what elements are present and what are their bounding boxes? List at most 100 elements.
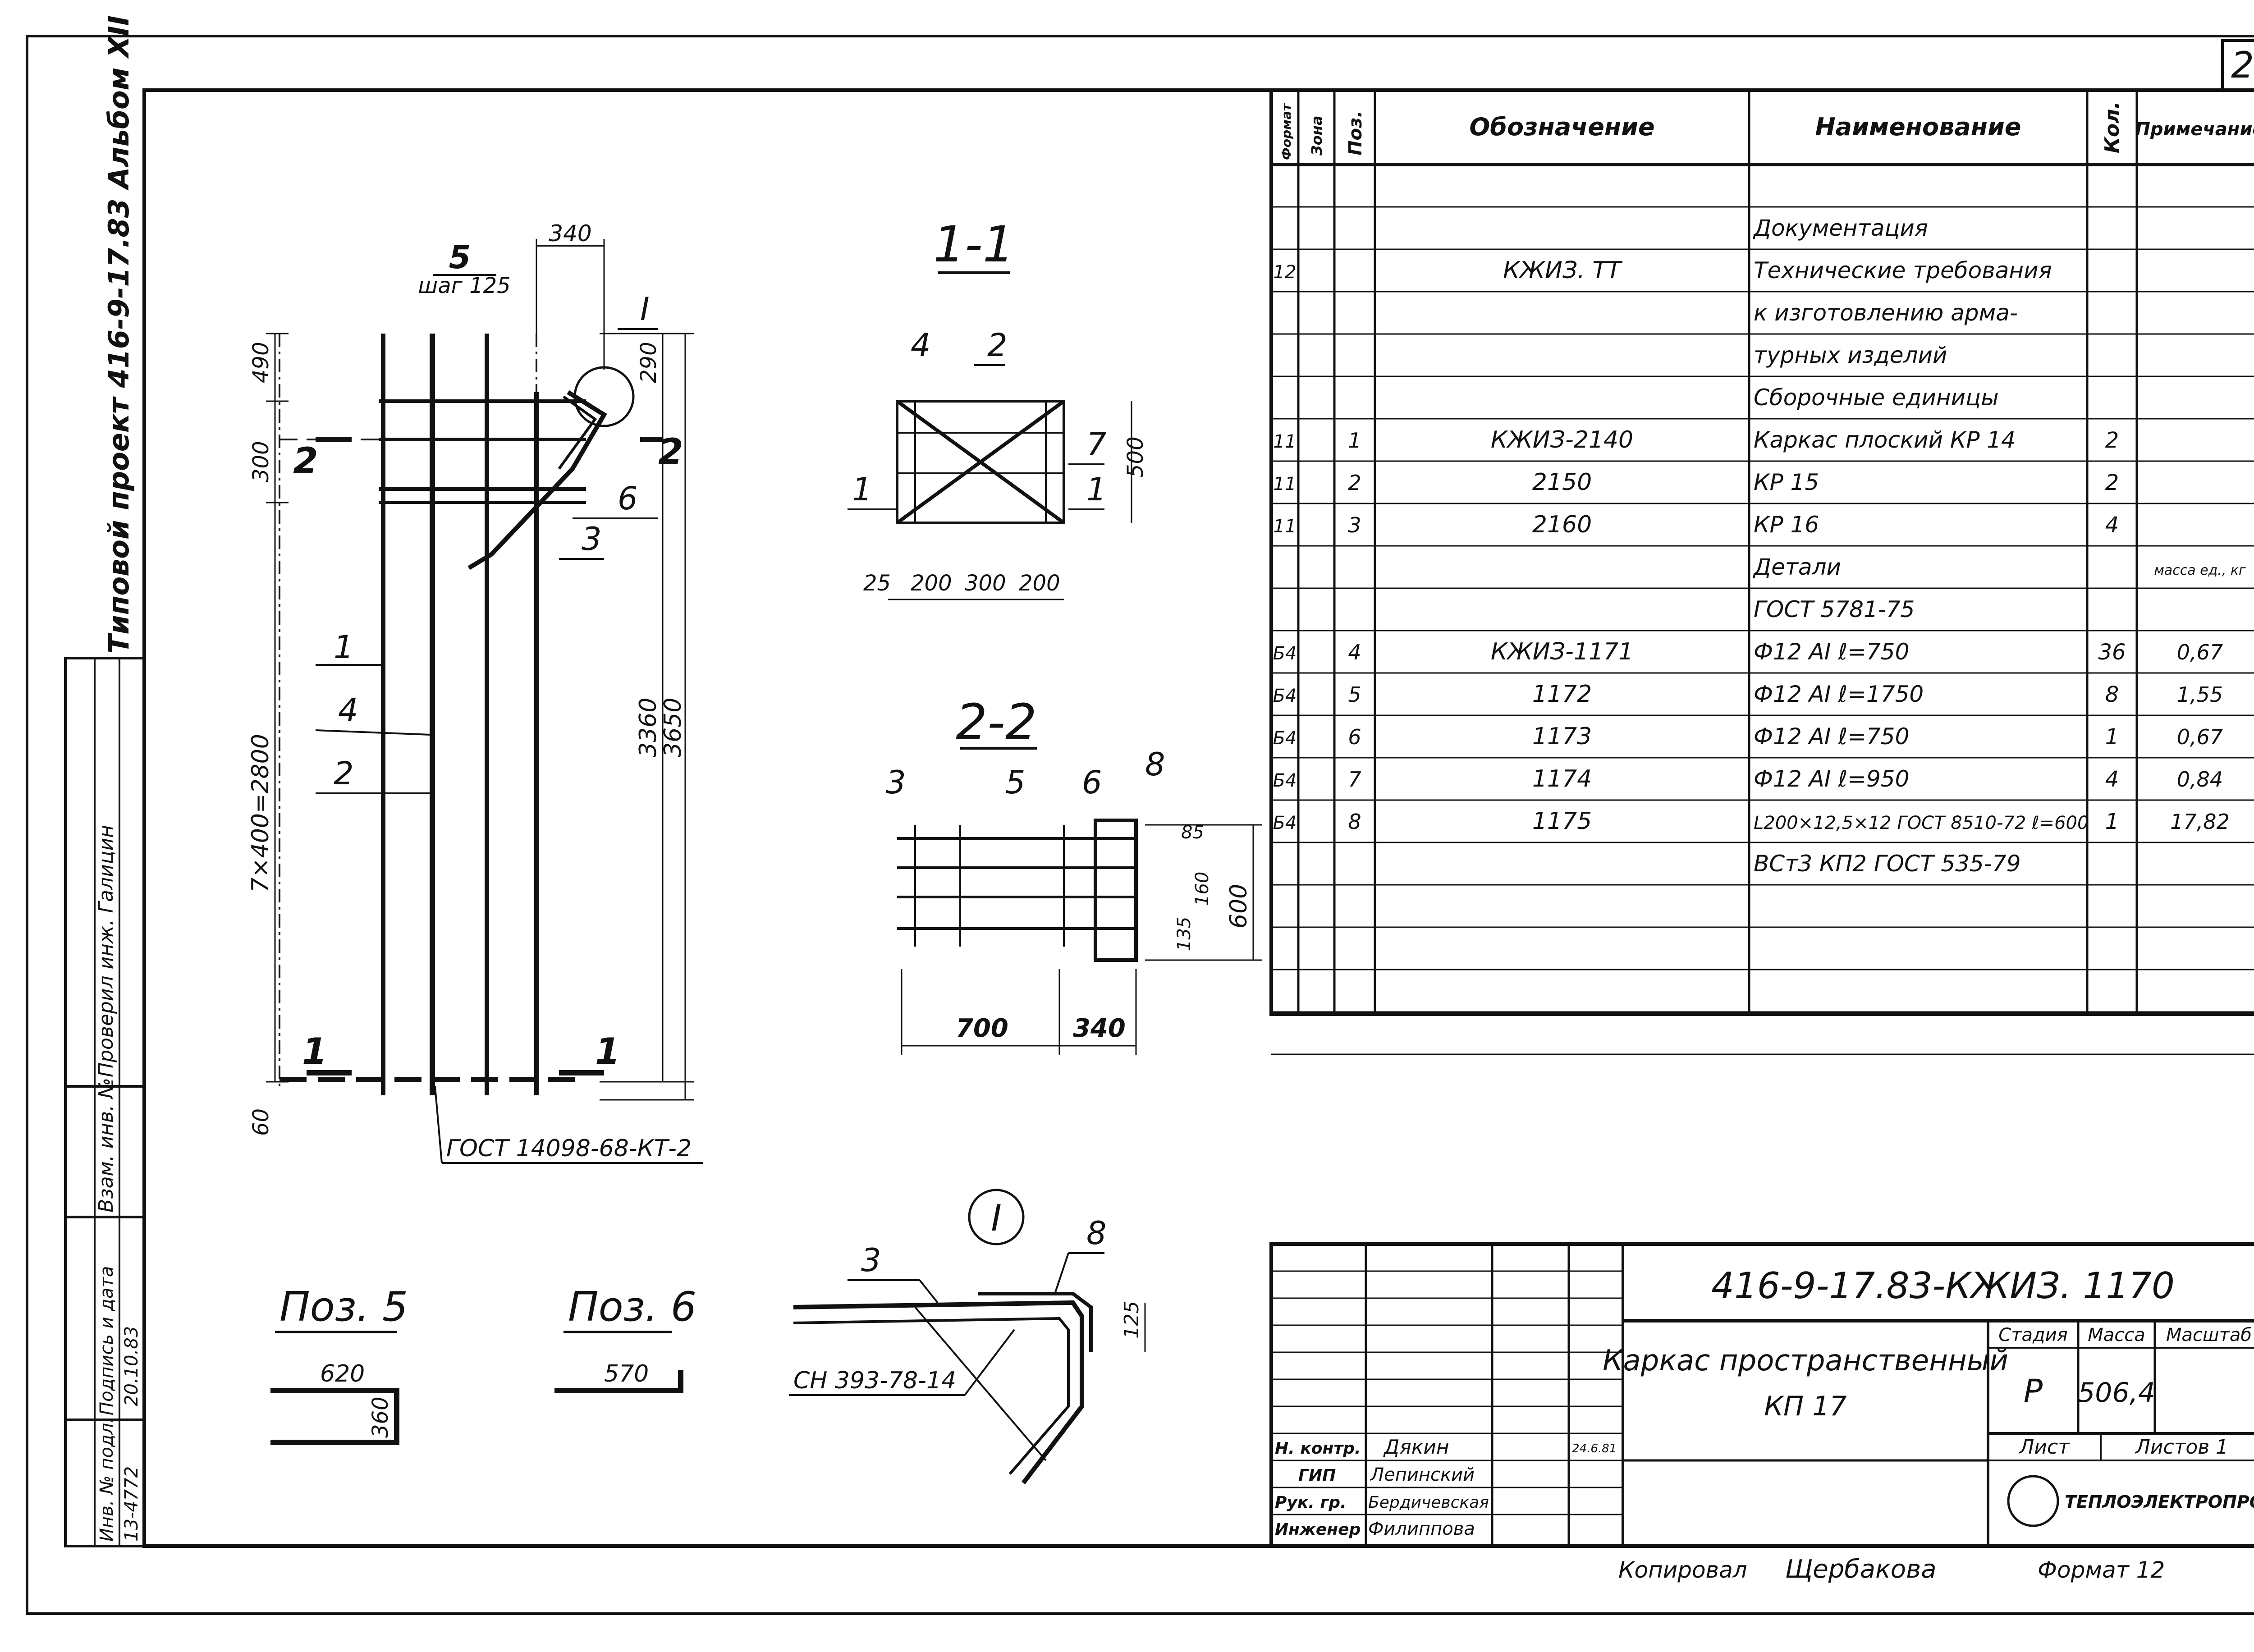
dim-340-top: 340 bbox=[549, 220, 591, 247]
spec-cell-designation: 1174 bbox=[1532, 765, 1592, 792]
spec-cell-qty: 4 bbox=[2105, 513, 2119, 538]
spec-cell-name: Ф12 АI ℓ=750 bbox=[1754, 639, 1909, 665]
spec-cell-name: КР 16 bbox=[1754, 512, 1819, 538]
dim-300: 300 bbox=[248, 441, 274, 482]
left-stamp-strip: Проверил инж. Галицин Взам. инв. № Подпи… bbox=[64, 657, 146, 1547]
s22-dim-340: 340 bbox=[1073, 1014, 1126, 1043]
specification-table: Формат Зона Поз. Обозначение Наименовани… bbox=[1269, 88, 2254, 1055]
s11-dim-300: 300 bbox=[965, 571, 1006, 596]
spec-cell-qty: 2 bbox=[2105, 470, 2119, 495]
s22-pos-3: 3 bbox=[886, 764, 906, 801]
s22-pos-8: 8 bbox=[1145, 746, 1165, 783]
stamp-inv-val: 13-4772 bbox=[121, 1466, 142, 1542]
s11-pos-1-left: 1 bbox=[852, 471, 872, 508]
spec-cell-qty: 4 bbox=[2105, 767, 2119, 792]
tb-title-2: КП 17 bbox=[1764, 1391, 1846, 1422]
tb-date-0: 24.6.81 bbox=[1572, 1442, 1617, 1455]
detail-pos-3: 3 bbox=[861, 1242, 881, 1279]
tb-doc-code: 416-9-17.83-КЖИЗ. 1170 bbox=[1711, 1265, 2175, 1307]
spec-cell-name: к изготовлению арма- bbox=[1754, 300, 2018, 326]
spec-cell-format: Б4 bbox=[1273, 813, 1297, 833]
s22-dim-700: 700 bbox=[956, 1014, 1008, 1043]
spec-cell-format: 11 bbox=[1274, 431, 1297, 452]
spec-cell-format: Б4 bbox=[1273, 686, 1297, 706]
spec-cell-name: Технические требования bbox=[1754, 257, 2052, 284]
dim-490: 490 bbox=[248, 342, 274, 383]
pos-6-sketch: Поз. 6 570 bbox=[554, 1283, 696, 1393]
s11-pos-4: 4 bbox=[911, 327, 931, 364]
spec-cell-designation: 1175 bbox=[1532, 808, 1592, 835]
spec-cell-pos: 7 bbox=[1348, 767, 1361, 792]
spec-cell-name: L200×12,5×12 ГОСТ 8510-72 ℓ=600 bbox=[1754, 813, 2089, 833]
footer-format: Формат 12 bbox=[2038, 1557, 2165, 1583]
tb-role-0: Н. контр. bbox=[1275, 1439, 1361, 1458]
pos-5-sketch: Поз. 5 620 360 bbox=[270, 1283, 408, 1445]
spec-cell-pos: 8 bbox=[1348, 810, 1361, 834]
main-gost-note: ГОСТ 14098-68-КТ-2 bbox=[446, 1135, 692, 1162]
spec-cell-pos: 1 bbox=[1348, 428, 1361, 453]
main-pos-4: 4 bbox=[338, 692, 358, 729]
s11-dim-500: 500 bbox=[1123, 436, 1148, 478]
spec-header-designation: Обозначение bbox=[1469, 113, 1654, 141]
footer-copied-label: Копировал bbox=[1618, 1557, 1747, 1583]
s11-pos-1-right: 1 bbox=[1086, 471, 1107, 508]
s22-dim-160: 160 bbox=[1192, 872, 1213, 906]
pos5-dim-620: 620 bbox=[320, 1360, 365, 1387]
tb-role-2: Рук. гр. bbox=[1275, 1493, 1347, 1512]
section-1-1: 1-1 4 2 7 1 1 500 25 200 300 200 bbox=[848, 215, 1148, 600]
spec-cell-format: 11 bbox=[1274, 516, 1297, 537]
s22-dim-85: 85 bbox=[1181, 822, 1204, 843]
spec-header-qty: Кол. bbox=[2101, 101, 2124, 153]
tb-name-0: Дякин bbox=[1383, 1436, 1449, 1459]
spec-cell-name: Детали bbox=[1753, 554, 1841, 580]
pos6-dim-570: 570 bbox=[604, 1360, 649, 1387]
section-mark-1-left: 1 bbox=[302, 1030, 327, 1072]
spec-cell-designation: 2160 bbox=[1532, 511, 1592, 538]
spec-header-zone: Зона bbox=[1308, 116, 1325, 156]
spec-cell-pos: 4 bbox=[1348, 640, 1361, 664]
spec-cell-format: Б4 bbox=[1273, 728, 1297, 749]
spec-cell-note: 1,55 bbox=[2177, 682, 2223, 707]
spec-cell-name: Ф12 АI ℓ=750 bbox=[1754, 723, 1909, 750]
spec-cell-name: КР 15 bbox=[1754, 469, 1819, 495]
spec-cell-note: 0,67 bbox=[2177, 725, 2223, 749]
spec-cell-note: 17,82 bbox=[2170, 810, 2230, 834]
spec-cell-qty: 36 bbox=[2098, 640, 2126, 665]
section-mark-1-right: 1 bbox=[595, 1030, 620, 1072]
dim-3650: 3650 bbox=[660, 698, 687, 757]
spec-cell-name: турных изделий bbox=[1754, 342, 1947, 368]
stamp-inv: Инв. № подл. bbox=[96, 1417, 117, 1542]
spec-cell-qty: 2 bbox=[2105, 428, 2119, 453]
tb-stage-label: Стадия bbox=[1998, 1325, 2067, 1345]
tb-name-3: Филиппова bbox=[1368, 1519, 1475, 1539]
top-pos-label: 5 bbox=[449, 239, 471, 276]
stamp-proveril: Проверил инж. Галицин bbox=[95, 825, 118, 1077]
pos5-dim-360: 360 bbox=[368, 1396, 393, 1438]
spec-cell-designation: 2150 bbox=[1532, 469, 1592, 496]
main-pos-1: 1 bbox=[334, 629, 354, 666]
sheet-number: 22 bbox=[2231, 44, 2254, 86]
spec-cell-format: Б4 bbox=[1273, 643, 1297, 664]
spec-cell-designation: КЖИЗ-2140 bbox=[1491, 426, 1633, 453]
tb-scale-label: Масштаб bbox=[2166, 1325, 2252, 1345]
section-2-2-title: 2-2 bbox=[956, 693, 1037, 751]
s11-dim-200b: 200 bbox=[1019, 571, 1060, 596]
dim-2800: 7×400=2800 bbox=[247, 734, 274, 892]
spec-cell-pos: 6 bbox=[1348, 725, 1361, 749]
org-logo-icon bbox=[2007, 1475, 2059, 1527]
detail-pos-8: 8 bbox=[1086, 1215, 1107, 1252]
spec-cell-designation: КЖИЗ-1171 bbox=[1491, 638, 1633, 665]
spec-cell-qty: 8 bbox=[2105, 682, 2119, 707]
dim-60: 60 bbox=[248, 1108, 274, 1136]
spec-cell-name: ГОСТ 5781-75 bbox=[1754, 596, 1915, 622]
spec-cell-name: Документация bbox=[1753, 215, 1928, 241]
tb-sheets-label: Листов 1 bbox=[2135, 1436, 2228, 1459]
tb-mass: 506,4 bbox=[2078, 1377, 2155, 1409]
spec-header-pos: Поз. bbox=[1345, 111, 1366, 156]
pos5-title: Поз. 5 bbox=[279, 1283, 408, 1331]
spec-header-note: Примечание bbox=[2135, 119, 2254, 140]
detail-I: I 3 8 125 СН 393-78-14 bbox=[789, 1189, 1146, 1485]
title-block: 416-9-17.83-КЖИЗ. 1170 Каркас пространст… bbox=[1269, 1242, 2254, 1548]
s22-dim-600: 600 bbox=[1225, 884, 1252, 929]
tb-mass-label: Масса bbox=[2088, 1325, 2145, 1345]
